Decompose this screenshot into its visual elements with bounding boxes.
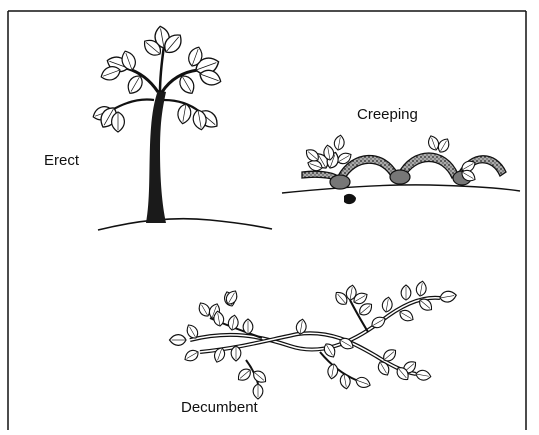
decumbent-plant-icon bbox=[168, 279, 458, 400]
label-creeping: Creeping bbox=[357, 106, 418, 123]
label-erect: Erect bbox=[44, 152, 80, 169]
frame-border bbox=[7, 10, 527, 430]
erect-plant-icon bbox=[90, 24, 273, 231]
creeping-plant-icon bbox=[281, 133, 521, 205]
label-decumbent: Decumbent bbox=[181, 399, 258, 416]
